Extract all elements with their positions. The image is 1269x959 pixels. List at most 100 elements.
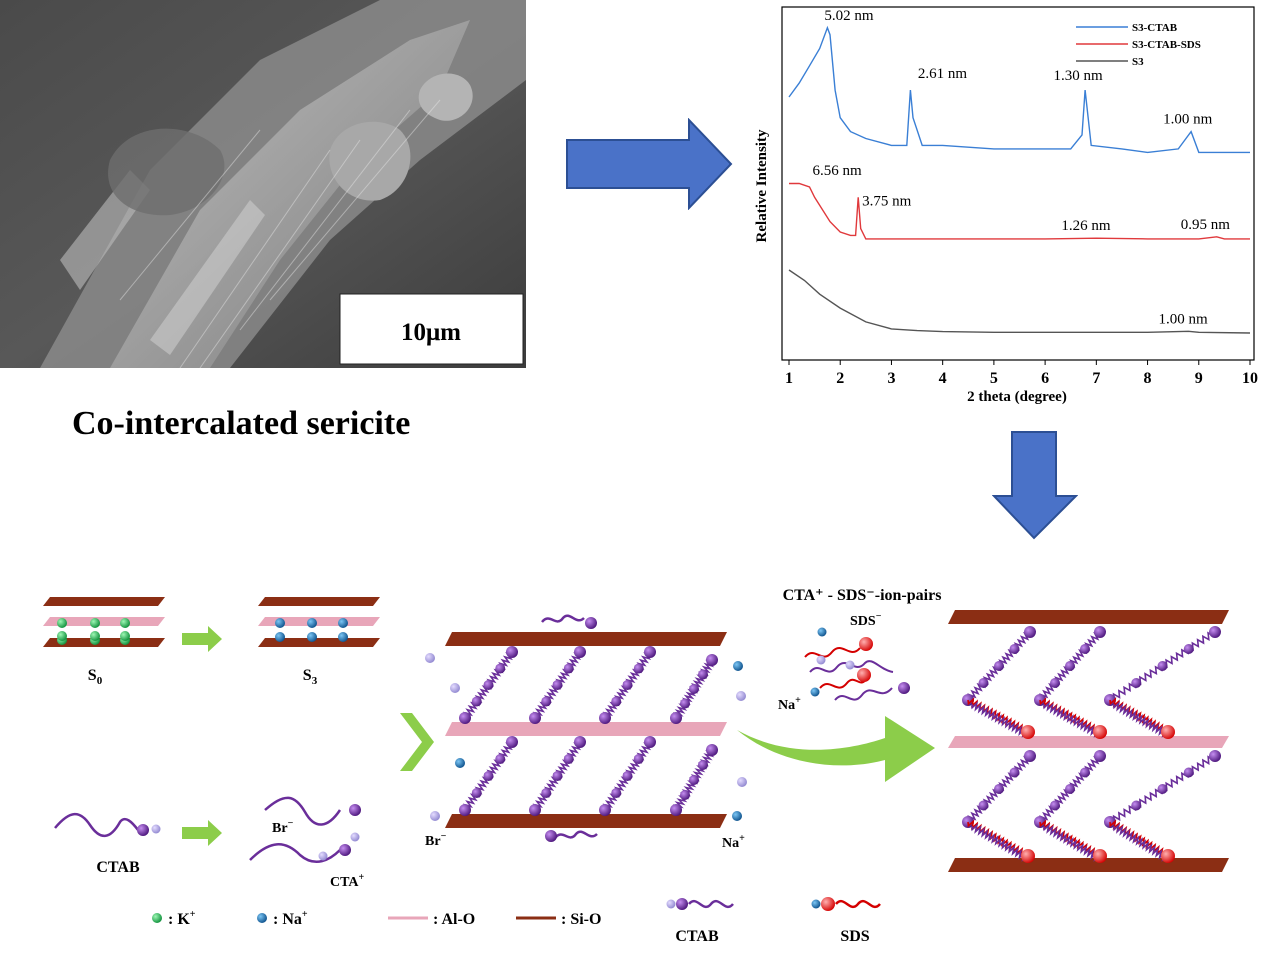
na-ion bbox=[275, 632, 285, 642]
peak-annotation: 2.61 nm bbox=[918, 66, 968, 82]
surfactant-head bbox=[670, 712, 682, 724]
k-ion bbox=[90, 618, 100, 628]
sem-particle bbox=[108, 128, 225, 216]
surfactant-head bbox=[1021, 725, 1035, 739]
surfactant-head bbox=[483, 680, 494, 690]
surfactant-head bbox=[541, 696, 552, 707]
legend-na-icon bbox=[257, 913, 267, 923]
legend-ctab-icon bbox=[676, 898, 688, 910]
surfactant-head bbox=[994, 661, 1004, 671]
legend-na-label: : Na+ bbox=[273, 909, 308, 928]
surfactant-head bbox=[599, 712, 611, 724]
br-label-text: Br bbox=[272, 821, 288, 836]
ctab-chain bbox=[54, 812, 139, 838]
legend-k-label: : K+ bbox=[168, 909, 196, 928]
schematic-legend: : K+ : Na+ : Al-O : Si-O CTAB SDS bbox=[152, 897, 881, 945]
surfactant-chain bbox=[1113, 823, 1169, 862]
na-ion bbox=[307, 632, 317, 642]
x-tick-label: 6 bbox=[1041, 370, 1049, 387]
s3-label-main: S bbox=[303, 667, 312, 684]
surfactant-head bbox=[1080, 644, 1090, 654]
surfactant-chain bbox=[1113, 701, 1169, 739]
x-tick-label: 10 bbox=[1242, 370, 1258, 387]
surfactant-head bbox=[1183, 767, 1194, 778]
surfactant-head bbox=[495, 663, 506, 674]
surfactant-head bbox=[506, 646, 518, 658]
surfactant-head bbox=[529, 712, 541, 724]
surfactant-head bbox=[552, 771, 563, 781]
green-curved-arrow bbox=[737, 716, 935, 782]
x-tick-label: 5 bbox=[990, 370, 998, 387]
x-tick-label: 3 bbox=[887, 370, 895, 387]
x-tick-label: 7 bbox=[1092, 370, 1100, 387]
surfactant-chain bbox=[1043, 701, 1101, 738]
legend-na-text: Na bbox=[282, 911, 302, 928]
surfactant-head bbox=[1183, 644, 1194, 654]
surfactant-head bbox=[994, 784, 1004, 794]
flow-arrow-right bbox=[566, 118, 733, 210]
surfactant-head bbox=[1093, 725, 1107, 739]
figure-title: Co-intercalated sericite bbox=[72, 405, 411, 442]
ctab-chain bbox=[249, 843, 341, 864]
peak-annotation: 3.75 nm bbox=[862, 193, 912, 209]
s0-label-sub: 0 bbox=[97, 675, 103, 687]
cta-label: CTA+ bbox=[330, 872, 365, 890]
surfactant-head bbox=[680, 790, 690, 800]
legend-k-text: K bbox=[177, 911, 190, 928]
sds-label-top: SDS− bbox=[850, 611, 882, 629]
surfactant-head bbox=[644, 736, 656, 748]
co-intercalated-structure bbox=[948, 610, 1229, 872]
s3-layer-stack bbox=[258, 597, 380, 647]
surfactant-head bbox=[1094, 626, 1106, 638]
surfactant-chain bbox=[1043, 823, 1101, 862]
scale-bar-label: 10μm bbox=[401, 319, 461, 346]
surfactant-head bbox=[1021, 849, 1035, 863]
legend-label: S3-CTAB-SDS bbox=[1132, 39, 1201, 51]
cta-label-text: CTA bbox=[330, 875, 359, 890]
green-arrow bbox=[182, 820, 222, 846]
x-tick-label: 2 bbox=[836, 370, 844, 387]
na-label-middle: Na+ bbox=[722, 833, 745, 851]
surfactant-head bbox=[611, 788, 622, 798]
surfactant-head bbox=[541, 788, 552, 798]
surfactant-head bbox=[1065, 784, 1075, 794]
ctab-intercalated-structure bbox=[445, 632, 727, 828]
legend-k-icon bbox=[152, 913, 162, 923]
peak-annotation: 1.00 nm bbox=[1163, 112, 1213, 128]
legend-alo-label: : Al-O bbox=[433, 911, 475, 928]
surfactant-head bbox=[552, 680, 563, 690]
surfactant-head bbox=[698, 760, 708, 770]
surfactant-head bbox=[1131, 800, 1142, 811]
k-ion bbox=[120, 631, 130, 641]
peak-annotation: 1.30 nm bbox=[1054, 68, 1104, 84]
surfactant-head bbox=[689, 684, 699, 694]
x-tick-label: 1 bbox=[785, 370, 793, 387]
x-tick-label: 4 bbox=[939, 370, 947, 387]
k-ion bbox=[57, 618, 67, 628]
sem-micrograph: 10μm bbox=[0, 0, 526, 368]
legend-ctab-icon bbox=[688, 899, 734, 909]
surfactant-head bbox=[1024, 750, 1036, 762]
surfactant-chain bbox=[971, 823, 1029, 862]
sem-particle bbox=[418, 73, 473, 121]
series-line-s3-ctab-sds bbox=[789, 182, 1250, 240]
surfactant-head bbox=[633, 754, 644, 764]
flow-arrow-down bbox=[992, 431, 1078, 540]
surfactant-head bbox=[611, 696, 622, 707]
k-ion bbox=[120, 618, 130, 628]
legend-label: S3 bbox=[1132, 56, 1144, 68]
cta-head bbox=[339, 844, 351, 856]
br-label-middle: Br− bbox=[425, 831, 447, 849]
legend-sio-label: : Si-O bbox=[561, 911, 601, 928]
surfactant-head bbox=[698, 669, 708, 680]
surfactant-head bbox=[1209, 626, 1221, 638]
s0-label: S0 bbox=[88, 667, 103, 687]
legend-ctab-icon bbox=[666, 899, 676, 909]
ion-pair-title: CTA⁺ - SDS⁻-ion-pairs bbox=[783, 587, 942, 604]
na-ion bbox=[338, 618, 348, 628]
sem-flake-edge bbox=[150, 200, 265, 355]
surfactant-head bbox=[689, 775, 699, 785]
br-label-middle-text: Br bbox=[425, 834, 441, 849]
